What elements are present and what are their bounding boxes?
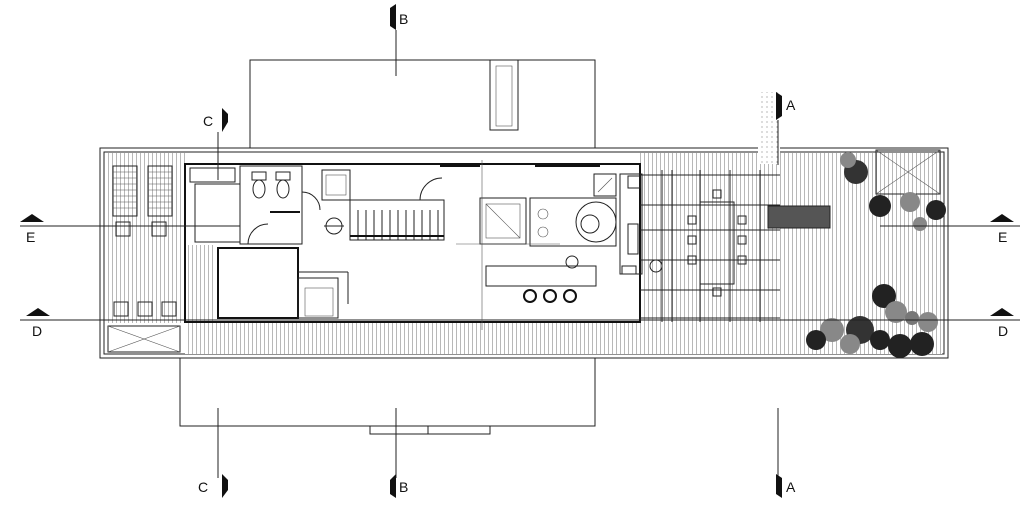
section-label-b-bottom: B (399, 479, 408, 495)
section-marker-a-bottom: A (776, 474, 796, 498)
section-lines (20, 30, 1020, 478)
grass-patch (758, 92, 780, 164)
lower-annex (179, 357, 596, 435)
section-marker-c-bottom: C (198, 474, 228, 498)
section-label-d-left: D (32, 323, 42, 339)
section-label-d-right: D (998, 323, 1008, 339)
section-label-b-top: B (399, 11, 408, 27)
sun-loungers (107, 165, 181, 353)
section-label-a-top: A (786, 97, 796, 113)
section-label-e-left: E (26, 229, 35, 245)
section-label-e-right: E (998, 229, 1007, 245)
upper-annex (249, 59, 596, 149)
interior-walls (184, 163, 663, 323)
plants (806, 152, 946, 358)
section-label-c-bottom: C (198, 479, 208, 495)
section-label-c-top: C (203, 113, 213, 129)
section-marker-e-left: E (20, 214, 44, 245)
section-marker-a-top: A (776, 92, 796, 120)
section-marker-c-top: C (203, 108, 228, 132)
section-marker-e-right: E (990, 214, 1014, 245)
deck-areas (105, 153, 942, 354)
section-marker-b-top: B (390, 4, 408, 30)
section-marker-b-bottom: B (390, 474, 408, 498)
section-label-a-bottom: A (786, 479, 796, 495)
pergola-dining (640, 170, 831, 322)
section-marker-d-left: D (26, 308, 50, 339)
section-marker-d-right: D (990, 308, 1014, 339)
